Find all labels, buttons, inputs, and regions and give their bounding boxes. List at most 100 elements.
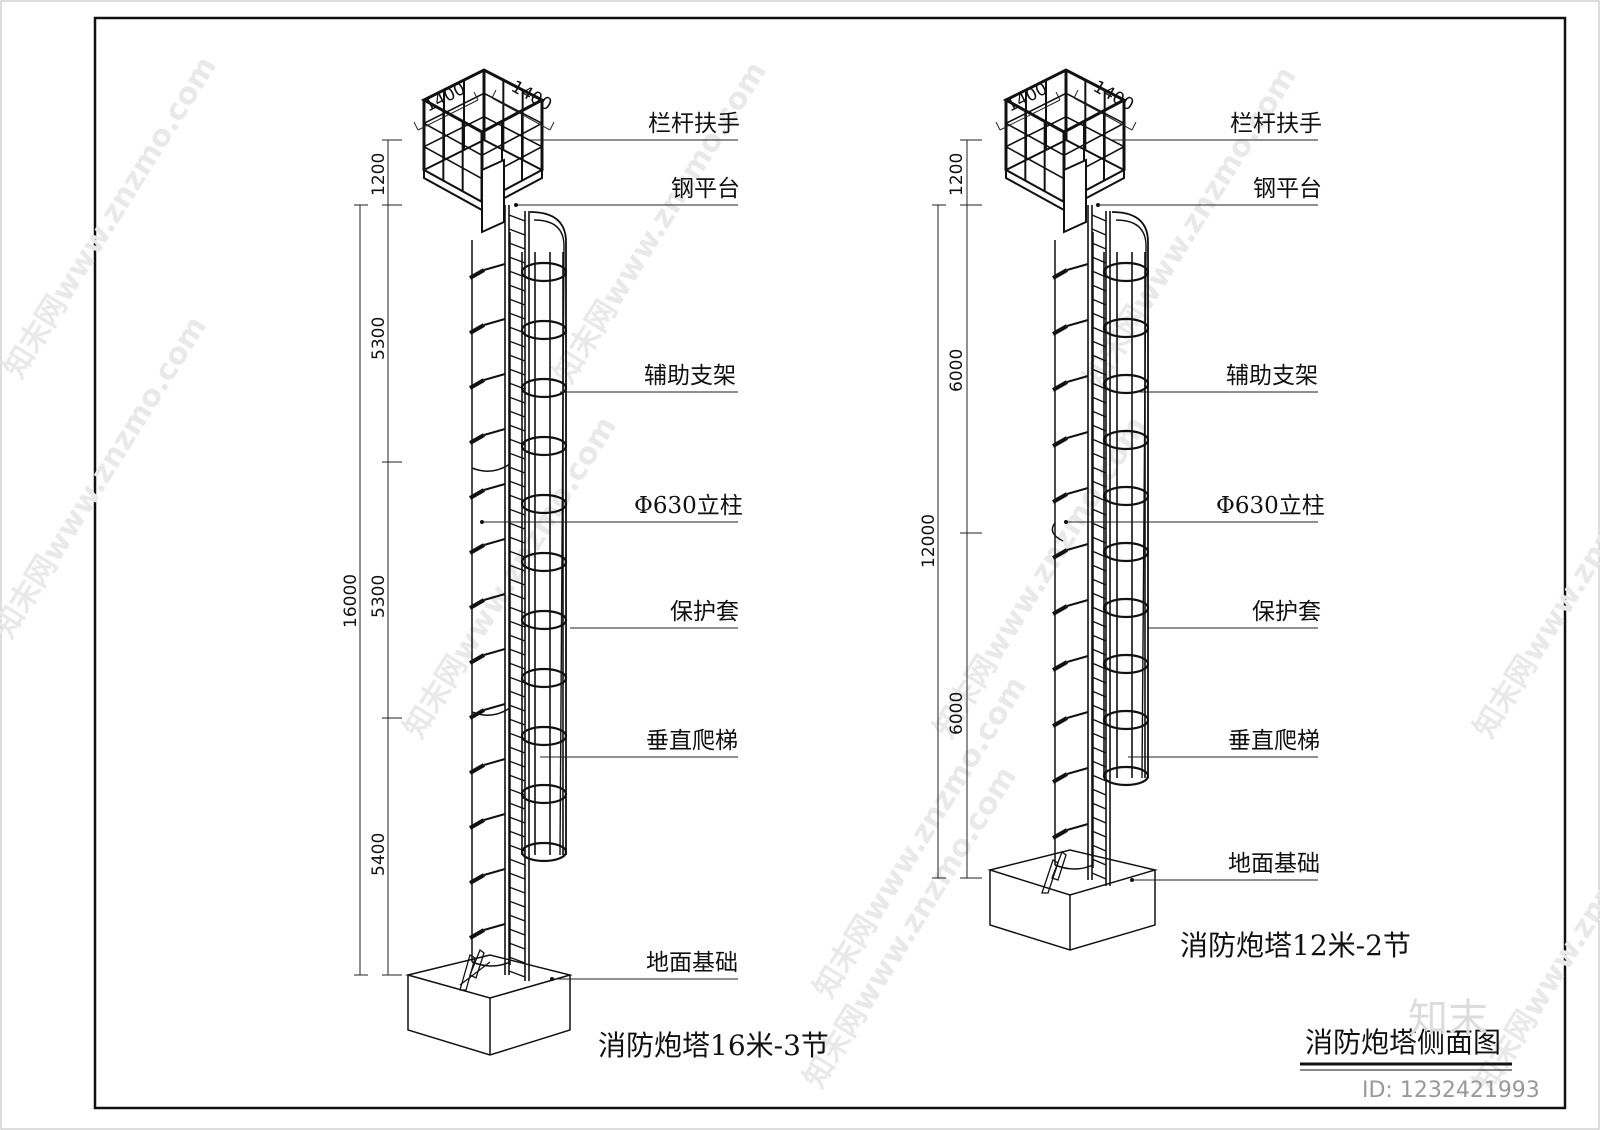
watermark-text-2: 知末网www.znzmo.com	[547, 55, 774, 389]
cage-hoop	[1111, 211, 1149, 778]
bracket-tie	[1066, 487, 1089, 495]
bracket-arm	[1052, 716, 1068, 728]
cage-hoop	[529, 211, 567, 855]
bracket-tie	[1066, 375, 1089, 383]
ladder-rung	[508, 956, 526, 964]
ladder-rung	[508, 970, 526, 978]
platform-mid-rail	[423, 92, 485, 125]
bracket-tie	[1066, 711, 1089, 719]
label-bracket-12: 辅助支架	[1226, 363, 1318, 389]
platform-mid-rail	[1005, 115, 1067, 148]
leaders-16	[480, 139, 738, 980]
bracket-tie	[1066, 767, 1089, 775]
cage-hoop-inner	[1115, 219, 1147, 779]
label-column-16: Φ630立柱	[634, 493, 743, 519]
label-platform-16: 钢平台	[671, 176, 740, 202]
drawing-title: 消防炮塔侧面图	[1305, 1026, 1501, 1059]
platform-mid-rail	[483, 92, 543, 125]
bracket-tie	[483, 813, 506, 821]
ladder-rung	[1091, 774, 1107, 782]
bracket-arm	[469, 488, 485, 500]
ladder-rung	[508, 242, 526, 250]
cage-hoop-inner	[533, 219, 565, 856]
bracket-tie	[483, 923, 506, 931]
sheet-frame	[93, 16, 1567, 1110]
bracket-tie	[483, 373, 506, 381]
watermark-text-7: 知末网www.znzmo.com	[1467, 410, 1600, 744]
dim-total-height-16: 16000	[341, 574, 361, 628]
leaders-12	[1066, 139, 1318, 881]
label-ladder-12: 垂直爬梯	[1228, 728, 1320, 754]
bracket-tie	[483, 593, 506, 601]
bracket-arm	[469, 818, 485, 830]
bracket-tie	[1066, 543, 1089, 551]
bracket-arm	[469, 928, 485, 940]
bracket-arm	[1052, 436, 1068, 448]
watermark-logo: 知末	[1408, 996, 1488, 1042]
label-cage-16: 保护套	[670, 599, 739, 625]
label-railing-12: 栏杆扶手	[1230, 111, 1322, 137]
watermark-id: ID: 1232421993	[1362, 1078, 1540, 1103]
bracket-tie	[483, 758, 506, 766]
platform-mid-rail	[481, 122, 543, 157]
bracket-arm	[1052, 604, 1068, 616]
dim-segment-1-16: 5300	[369, 317, 389, 360]
ladder-rung	[508, 928, 526, 936]
bracket-arm	[469, 873, 485, 885]
tower-16m: 1400 1400 1200 5300 5300 5400 16000	[341, 68, 829, 1062]
bracket-tie	[483, 868, 506, 876]
dim-segment-1-12: 6000	[947, 349, 967, 392]
label-railing-16: 栏杆扶手	[648, 111, 740, 137]
label-platform-12: 钢平台	[1253, 176, 1322, 202]
bracket-arm	[469, 378, 485, 390]
bracket-tie	[1066, 823, 1089, 831]
bracket-tie	[1066, 319, 1089, 327]
platform-mid-rail	[423, 115, 485, 148]
bracket-arm	[469, 598, 485, 610]
bracket-arm	[469, 543, 485, 555]
watermark-text-10: 知末网www.znzmo.com	[807, 670, 1034, 1004]
platform-mid-rail	[423, 122, 483, 157]
platform-mid-rail	[1063, 122, 1125, 157]
ladder-rung	[1091, 858, 1107, 866]
ladder-rung	[1091, 844, 1107, 852]
bracket-tie	[483, 648, 506, 656]
column-16	[471, 232, 511, 967]
bracket-arm	[469, 708, 485, 720]
dim-segment-3-16: 5400	[369, 833, 389, 876]
platform-hatch	[1063, 158, 1087, 234]
leader-dots-16	[480, 203, 554, 981]
bracket-arm	[1052, 772, 1068, 784]
dim-segment-2-16: 5300	[369, 575, 389, 618]
bracket-arm	[1052, 324, 1068, 336]
ladder-rung	[508, 900, 526, 908]
bracket-arm	[469, 433, 485, 445]
bracket-arm	[1052, 380, 1068, 392]
ladder-rung	[508, 914, 526, 922]
platform-hatch	[481, 158, 505, 234]
tower-12m: 1400 1400 1200 6000 6000 12000 栏	[919, 68, 1411, 962]
foundation-block-12	[987, 849, 1158, 951]
auxiliary-brackets-16	[469, 263, 506, 940]
dim-total-height-12: 12000	[919, 514, 939, 568]
bracket-tie	[1066, 655, 1089, 663]
dim-railing-height-12: 1200	[947, 153, 967, 196]
label-foundation-16: 地面基础	[646, 950, 738, 976]
ladder-rung	[508, 886, 526, 894]
label-foundation-12: 地面基础	[1228, 851, 1320, 877]
bracket-arm	[469, 323, 485, 335]
watermark-text-8: 知末网www.znzmo.com	[797, 760, 1024, 1094]
ladder-rung	[1091, 214, 1107, 222]
ladder-rung	[508, 228, 526, 236]
dim-vertical-16	[354, 139, 402, 976]
vertical-ladder-16	[504, 205, 530, 981]
bracket-tie	[1066, 263, 1089, 271]
bracket-tie	[483, 538, 506, 546]
ladder-rung	[1091, 816, 1107, 824]
ladder-rung	[1091, 802, 1107, 810]
label-ladder-16: 垂直爬梯	[646, 728, 738, 754]
ladder-rung	[508, 942, 526, 950]
bracket-tie	[483, 483, 506, 491]
platform-mid-rail	[1065, 115, 1125, 148]
